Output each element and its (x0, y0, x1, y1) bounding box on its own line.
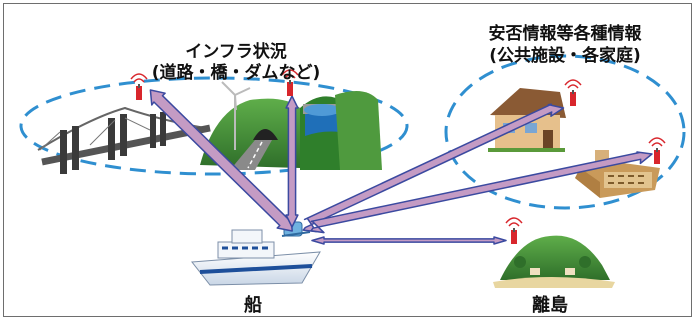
infra-title: インフラ状況 (185, 42, 287, 62)
infra-zone-ellipse (19, 76, 409, 176)
safety-title: 安否情報等各種情報 (488, 24, 642, 44)
link-ship-to-building (310, 151, 653, 234)
tunnel-road-icon (200, 81, 300, 170)
communication-links (149, 89, 653, 245)
island-icon (493, 235, 615, 288)
public-building-icon (575, 150, 660, 198)
link-ship-to-dam (285, 95, 299, 228)
radio-antenna-icon-bridge (130, 73, 148, 100)
island-label: 離島 (532, 295, 568, 316)
dam-icon (300, 91, 382, 170)
safety-zone-ellipse (444, 54, 686, 210)
radio-antenna-icon-island (505, 217, 523, 244)
link-ship-to-house (302, 103, 565, 233)
radio-antenna-icon-house (564, 79, 582, 106)
infra-subtitle: (道路・橋・ダムなど) (151, 63, 321, 83)
suspension-bridge-icon (37, 106, 211, 174)
radio-antenna-icon-dam (281, 69, 299, 96)
safety-subtitle: (公共施設・各家庭) (489, 46, 641, 66)
radio-antenna-icon-building (648, 137, 666, 164)
link-ship-to-island (311, 236, 507, 245)
ship-icon (191, 221, 321, 286)
ship-label: 船 (244, 295, 262, 316)
